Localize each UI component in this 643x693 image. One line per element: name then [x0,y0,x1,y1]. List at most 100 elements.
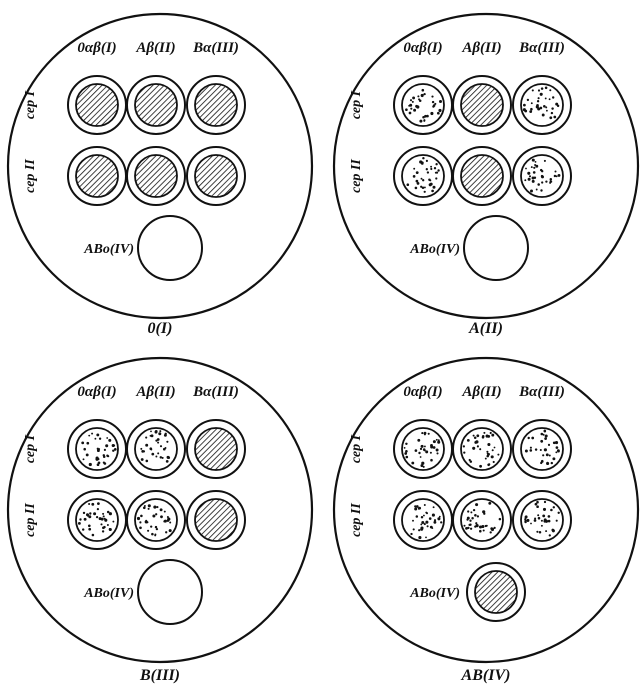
agglutination-dot [493,527,495,529]
agglutination-dot [167,519,170,522]
agglutination-dot [89,512,91,514]
agglutination-dot [469,520,471,522]
agglutination-dot [436,171,438,173]
agglutination-dot [426,512,428,514]
agglutination-dot [104,518,106,520]
agglutination-dot [438,112,440,114]
agglutination-dot [424,191,426,193]
agglutination-dot [102,530,104,532]
control-well [464,216,528,280]
control-label: ABo(IV) [409,586,460,601]
agglutination-dot [421,445,424,448]
agglutination-dot [546,462,548,464]
serum-well [453,420,511,478]
agglutination-dot [525,450,528,453]
agglutination-dot [436,452,438,454]
agglutination-dot [410,108,412,110]
agglutination-dot [545,97,547,99]
agglutination-dot [97,508,99,510]
agglutination-dot [91,503,94,506]
agglutination-dot [487,453,490,456]
agglutination-dot [556,175,558,177]
agglutination-dot [97,502,100,505]
agglutination-dot [94,438,96,440]
agglutination-dot [417,439,420,442]
agglutination-dot [150,435,152,437]
agglutination-dot [430,452,432,454]
agglutination-dot [541,460,543,462]
agglutination-dot [487,443,490,446]
agglutination-dot [104,449,106,451]
agglutination-dot [545,180,547,182]
row-label: сер I [349,434,364,463]
agglutination-dot [108,439,111,442]
agglutination-dot [153,506,156,509]
column-label: Aβ(II) [461,384,501,400]
well-dotted-fill [402,155,444,197]
serum-well [187,491,245,549]
agglutination-dot [552,457,555,460]
agglutination-dot [418,536,421,539]
agglutination-dot [463,451,465,453]
agglutination-dot [164,511,166,513]
agglutination-dot [433,506,435,508]
agglutination-dot [109,512,112,515]
agglutination-dot [433,104,436,107]
agglutination-dot [405,456,408,459]
agglutination-dot [405,108,408,111]
agglutination-dot [540,93,543,96]
agglutination-dot [549,116,552,119]
agglutination-dot [437,169,439,171]
serum-well [394,147,452,205]
agglutination-dot [157,438,160,441]
agglutination-dot [410,99,412,101]
agglutination-dot [550,509,553,512]
agglutination-dot [555,441,558,444]
agglutination-dot [423,515,425,517]
agglutination-dot [551,462,553,464]
agglutination-dot [479,530,482,533]
column-label: Bα(III) [192,384,239,400]
agglutination-dot [470,511,472,513]
agglutination-dot [487,464,490,467]
agglutination-dot [424,445,426,447]
agglutination-dot [112,521,114,523]
agglutination-dot [542,454,544,456]
agglutination-dot [545,87,548,90]
agglutination-dot [530,523,532,525]
serum-well [127,147,185,205]
agglutination-dot [549,89,551,91]
agglutination-dot [558,174,561,177]
agglutination-dot [532,89,534,91]
agglutination-dot [147,530,149,532]
agglutination-dot [524,179,526,181]
agglutination-dot [549,182,551,184]
agglutination-dot [166,460,169,463]
agglutination-dot [540,107,543,110]
agglutination-dot [530,449,533,452]
agglutination-dot [409,112,412,115]
well-dotted-fill [402,499,444,541]
agglutination-dot [527,99,529,101]
column-label: Bα(III) [518,40,565,56]
agglutination-dot [160,456,162,458]
agglutination-dot [549,455,551,457]
agglutination-dot [471,517,473,519]
agglutination-dot [409,104,412,107]
agglutination-dot [410,533,412,535]
control-label: ABo(IV) [83,586,134,601]
agglutination-dot [431,190,434,193]
agglutination-dot [543,508,546,511]
agglutination-dot [556,446,559,449]
agglutination-dot [420,528,423,531]
agglutination-dot [483,529,485,531]
agglutination-dot [474,437,477,440]
agglutination-dot [493,461,495,463]
serum-well [127,491,185,549]
agglutination-dot [538,517,541,520]
agglutination-dot [540,440,543,443]
agglutination-dot [549,534,551,536]
agglutination-dot [439,100,442,103]
agglutination-dot [109,528,112,531]
